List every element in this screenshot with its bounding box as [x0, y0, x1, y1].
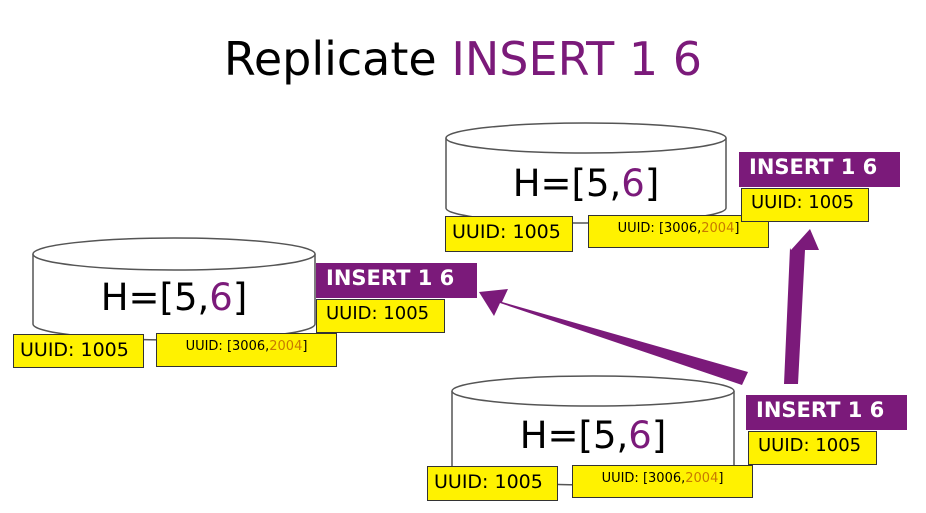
insert-command-top: INSERT 1 6 — [739, 152, 900, 187]
uuid-vector-top: UUID: [3006,2004] — [588, 215, 769, 248]
database-cylinder-left — [32, 237, 316, 341]
command-uuid-bottom: UUID: 1005 — [748, 431, 877, 465]
database-cylinder-top — [445, 122, 727, 224]
uuid-vector-left: UUID: [3006,2004] — [156, 333, 337, 367]
uuid-badge-top: UUID: 1005 — [445, 216, 573, 252]
arrow-to-top-node — [784, 229, 819, 384]
insert-command-left: INSERT 1 6 — [316, 263, 477, 298]
uuid-badge-left: UUID: 1005 — [13, 334, 144, 368]
insert-command-bottom: INSERT 1 6 — [746, 395, 907, 430]
history-label-top: H=[5,6] — [512, 162, 660, 205]
title-command: INSERT 1 6 — [451, 32, 703, 86]
command-uuid-top: UUID: 1005 — [741, 188, 869, 222]
arrow-to-left-node — [479, 289, 748, 385]
uuid-vector-bottom: UUID: [3006,2004] — [572, 465, 753, 498]
page-title: Replicate INSERT 1 6 — [0, 32, 926, 86]
uuid-badge-bottom: UUID: 1005 — [427, 466, 558, 501]
command-uuid-left: UUID: 1005 — [316, 299, 445, 333]
history-label-left: H=[5,6] — [100, 276, 248, 319]
history-label-bottom: H=[5,6] — [519, 414, 667, 457]
title-prefix: Replicate — [223, 32, 437, 86]
